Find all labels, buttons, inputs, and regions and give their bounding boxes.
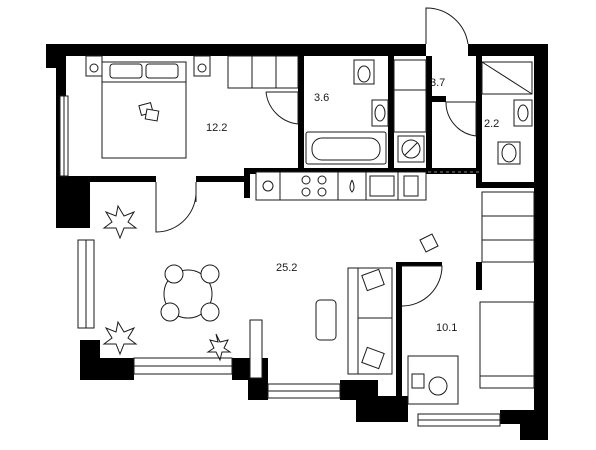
area-label-bedroom: 12.2 xyxy=(206,122,227,134)
windows xyxy=(59,95,501,427)
bathroom xyxy=(305,59,389,165)
area-label-second-bedroom: 10.1 xyxy=(436,322,457,334)
area-label-hall: 3.7 xyxy=(430,77,445,89)
toilet xyxy=(481,61,533,165)
second-bedroom xyxy=(407,191,535,405)
area-labels: 12.2 3.6 3.7 2.2 25.2 10.1 xyxy=(206,77,499,334)
living-room xyxy=(102,204,439,379)
kitchen xyxy=(255,171,427,201)
area-label-toilet: 2.2 xyxy=(484,118,499,130)
area-label-living: 25.2 xyxy=(276,262,297,274)
doors xyxy=(155,7,480,307)
area-label-bathroom: 3.6 xyxy=(314,92,329,104)
bedroom xyxy=(85,55,299,159)
hall xyxy=(393,59,427,163)
